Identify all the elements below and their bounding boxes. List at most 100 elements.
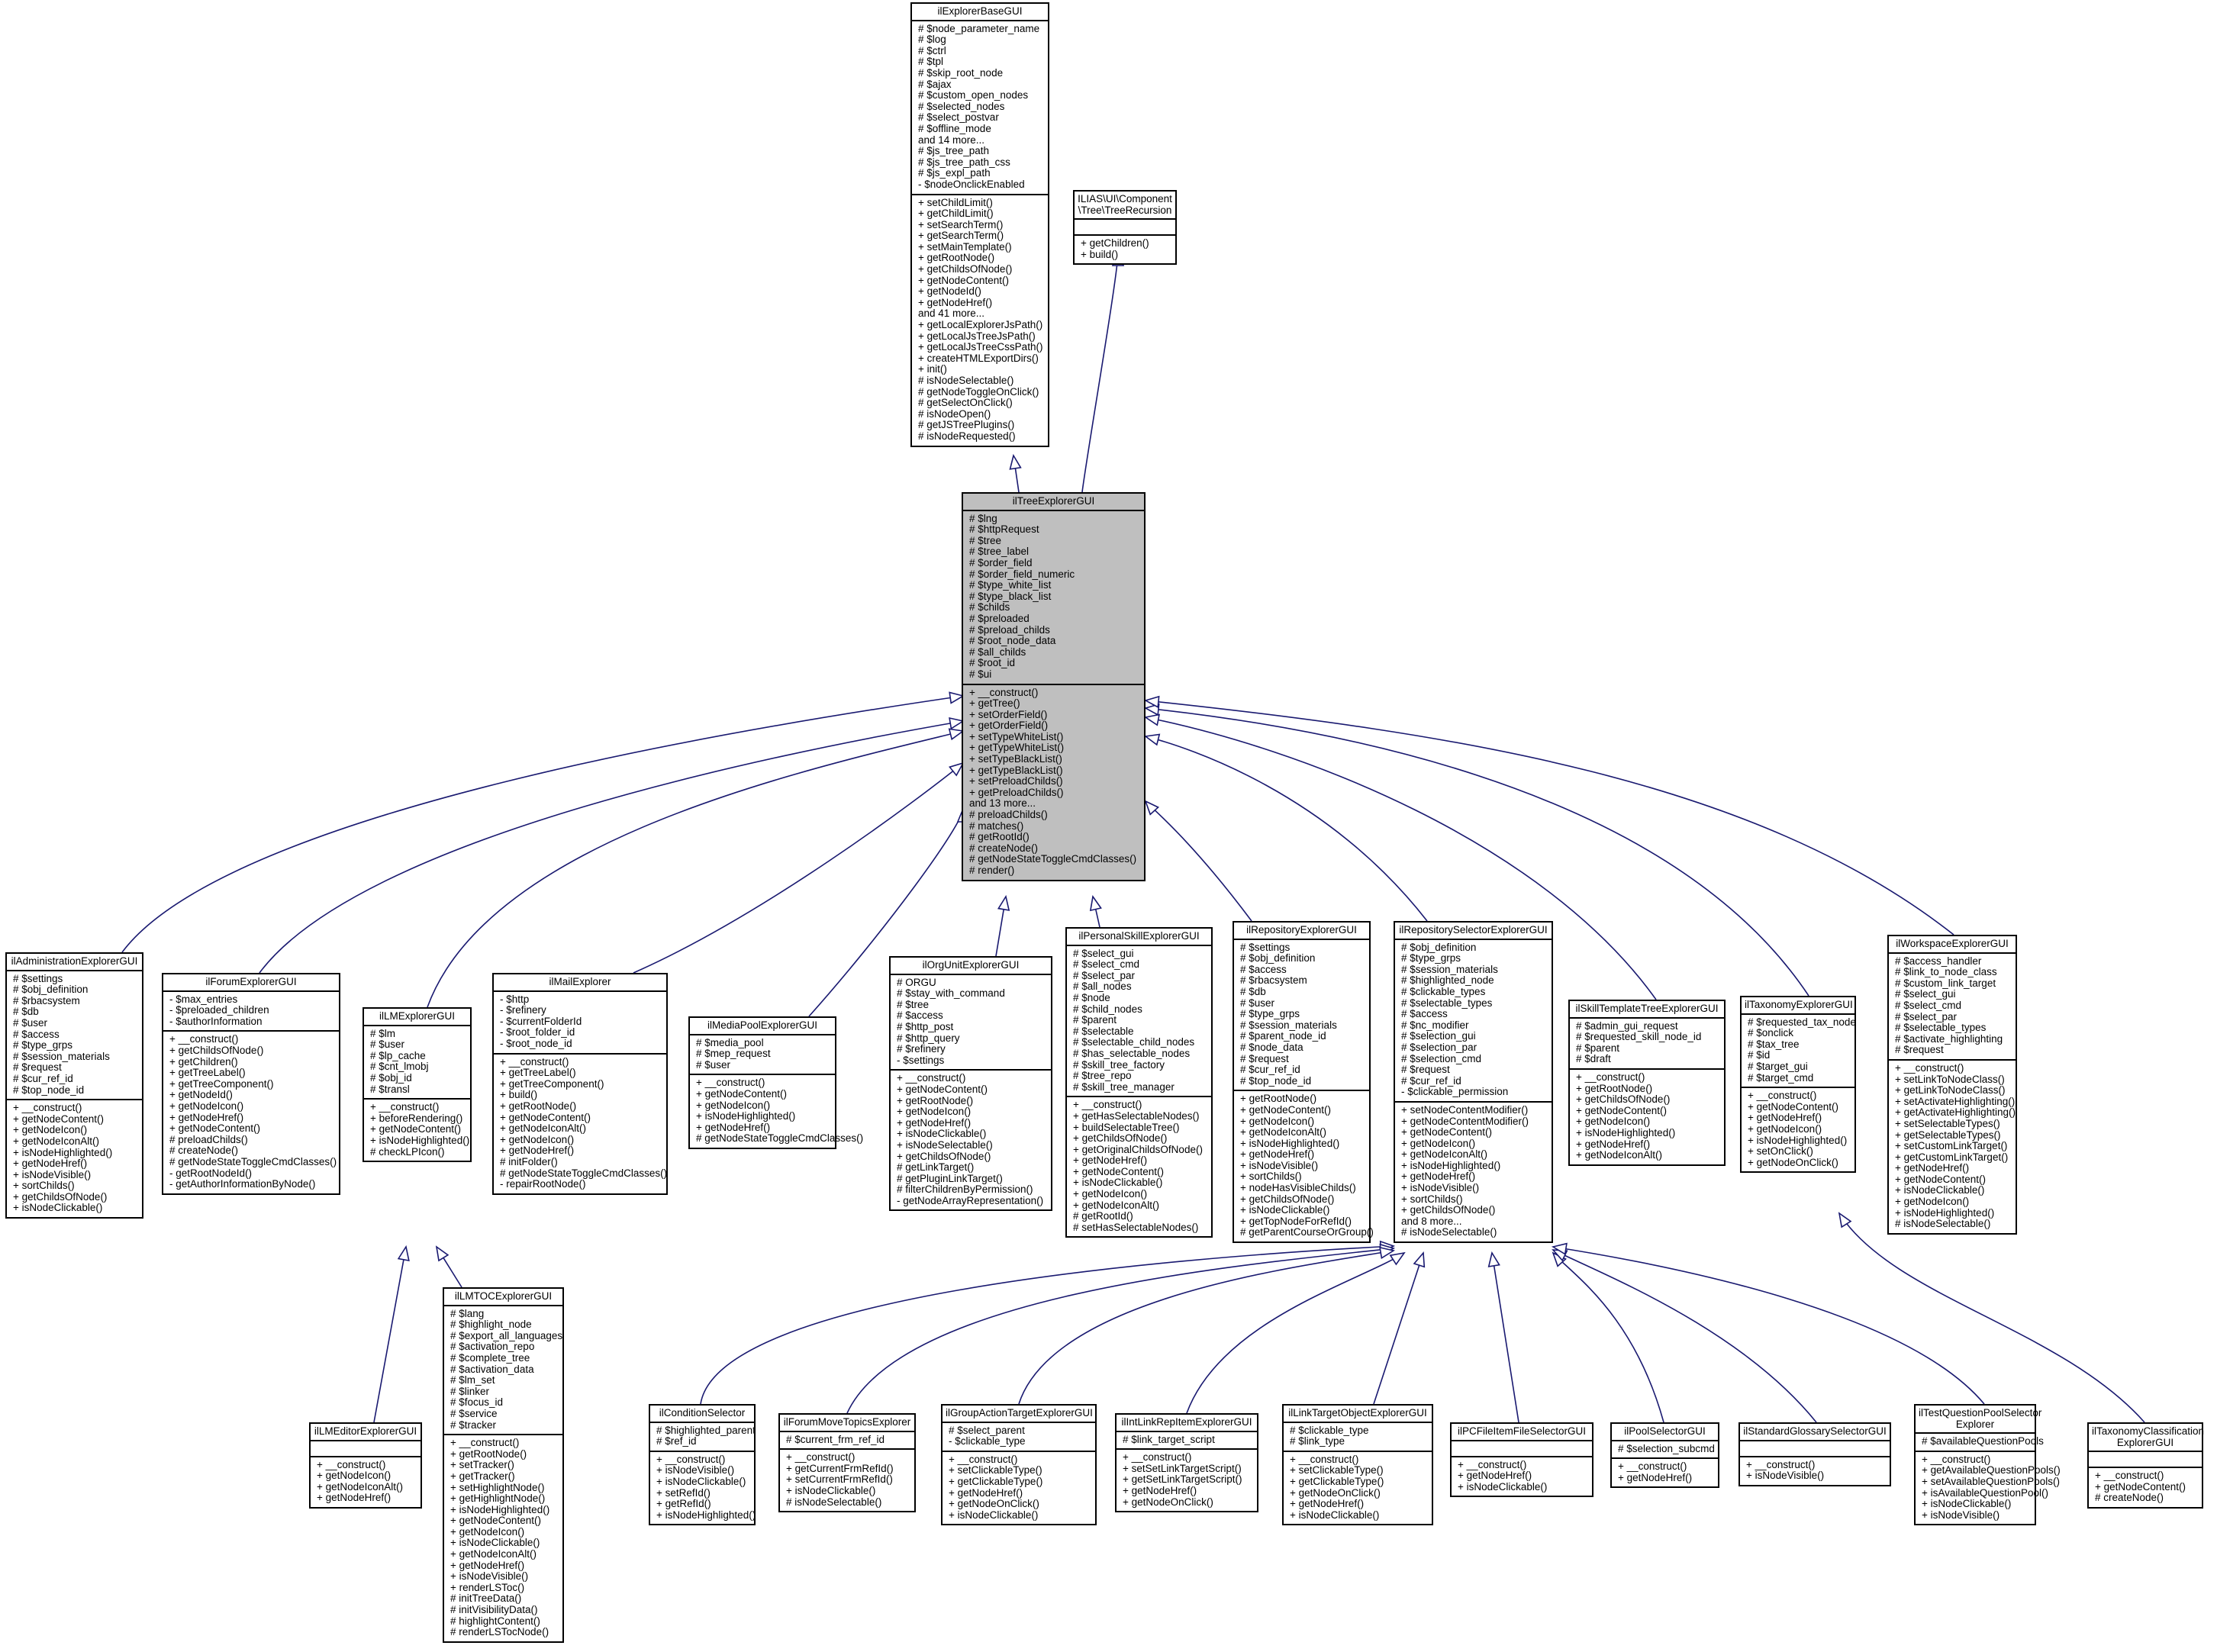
attribute: # $top_node_id <box>1240 1074 1312 1087</box>
class-box-admin[interactable]: ilAdministrationExplorerGUI# $settings# … <box>5 952 143 1219</box>
class-name: ilPCFileItemFileSelectorGUI <box>1452 1424 1592 1441</box>
attribute: # $select_parent <box>949 1424 1025 1436</box>
operations-section: + __construct()+ getNodeIcon()+ getNodeI… <box>311 1457 421 1507</box>
operation: + getSelectableTypes() <box>1895 1129 2001 1141</box>
operation: + getNodeHref() <box>317 1492 392 1504</box>
operation: + setCurrentFrmRefId() <box>786 1473 893 1486</box>
class-box-tree[interactable]: ilTreeExplorerGUI# $lng# $httpRequest# $… <box>962 492 1146 881</box>
attribute: # $select_par <box>1073 969 1136 981</box>
attribute: # $linker <box>450 1385 490 1397</box>
class-box-taxclass[interactable]: ilTaxonomyClassification ExplorerGUI+ __… <box>2087 1422 2204 1509</box>
attribute: # $mep_request <box>696 1048 771 1060</box>
operation: + getHasSelectableNodes() <box>1073 1109 1200 1122</box>
attributes-section: # $settings# $obj_definition# $rbacsyste… <box>7 971 142 1101</box>
operation: + isNodeVisible() <box>1922 1509 2000 1521</box>
operation: + getNodeHref() <box>1123 1484 1197 1496</box>
attribute: # $selection_cmd <box>1401 1052 1482 1064</box>
class-box-glossary[interactable]: ilStandardGlossarySelectorGUI+ __constru… <box>1738 1422 1891 1486</box>
class-name: ilTestQuestionPoolSelector Explorer <box>1916 1406 2041 1435</box>
operation: + getLocalJsTreeCssPath() <box>918 341 1043 353</box>
class-box-lmtoc[interactable]: ilLMTOCExplorerGUI# $lang# $highlight_no… <box>443 1287 564 1643</box>
operations-section: + __construct()+ isNodeVisible() <box>1740 1457 1890 1485</box>
class-name: ilRepositorySelectorExplorerGUI <box>1395 923 1552 940</box>
operation: + getCustomLinkTarget() <box>1895 1151 2009 1163</box>
operations-section: + __construct()+ isNodeVisible()+ isNode… <box>650 1452 756 1525</box>
attribute: # $parent <box>1576 1042 1620 1054</box>
class-box-fmove[interactable]: ilForumMoveTopicsExplorer# $current_frm_… <box>778 1413 916 1513</box>
attribute: # $session_materials <box>1240 1019 1337 1031</box>
operation: + setOnClick() <box>1748 1145 1813 1158</box>
operation: + getNodeIconAlt() <box>1240 1126 1326 1138</box>
attribute: # $clickable_type <box>1290 1424 1369 1436</box>
class-box-skill[interactable]: ilPersonalSkillExplorerGUI# $select_gui#… <box>1065 927 1213 1238</box>
attribute: # $selectable_types <box>1401 997 1493 1009</box>
operation: + isNodeClickable() <box>897 1128 987 1140</box>
operation: + getRootNode() <box>897 1094 974 1106</box>
attribute: - $max_entries <box>169 993 238 1005</box>
class-box-skilltpl[interactable]: ilSkillTemplateTreeExplorerGUI# $admin_g… <box>1568 1000 1726 1166</box>
operation: + getLocalExplorerJsPath() <box>918 319 1043 331</box>
attributes-section: # $highlighted_parent# $ref_id <box>650 1423 756 1452</box>
operation: + getChildsOfNode() <box>918 263 1013 275</box>
class-box-lm[interactable]: ilLMExplorerGUI# $lm# $user# $lp_cache# … <box>363 1007 472 1163</box>
operation: + getNodeHref() <box>1458 1470 1532 1482</box>
class-box-media[interactable]: ilMediaPoolExplorerGUI# $media_pool# $me… <box>688 1016 864 1149</box>
arrowhead-taxclass-to-tax <box>1838 1212 1852 1229</box>
attribute: and 14 more... <box>918 134 985 146</box>
class-box-lmedit[interactable]: ilLMEditorExplorerGUI+ __construct()+ ge… <box>309 1422 422 1509</box>
arrowhead-group-to-reposel <box>1379 1246 1396 1260</box>
operation: # getNodeStateToggleCmdClasses() <box>696 1132 864 1145</box>
attribute: # $skip_root_node <box>918 66 1004 79</box>
class-box-pcfile[interactable]: ilPCFileItemFileSelectorGUI+ __construct… <box>1450 1422 1593 1498</box>
attributes-section: - $max_entries- $preloaded_children- $au… <box>163 992 339 1032</box>
attributes-section: # $select_gui# $select_cmd# $select_par#… <box>1067 946 1211 1098</box>
attribute: # $lang <box>450 1307 485 1319</box>
class-box-group[interactable]: ilGroupActionTargetExplorerGUI# $select_… <box>941 1404 1097 1526</box>
edge-tree-to-rec <box>1081 252 1119 493</box>
operation: + isNodeVisible() <box>1746 1470 1825 1482</box>
attribute: # $preload_childs <box>969 623 1050 636</box>
attribute: - $root_folder_id <box>500 1026 575 1039</box>
class-box-mail[interactable]: ilMailExplorer- $http- $refinery- $curre… <box>492 973 668 1195</box>
operation: + getNodeHref() <box>500 1145 575 1157</box>
class-box-base[interactable]: ilExplorerBaseGUI# $node_parameter_name#… <box>910 2 1049 447</box>
arrowhead-tax-to-tree <box>1143 703 1160 717</box>
class-box-orgu[interactable]: ilOrgUnitExplorerGUI# ORGU# $stay_with_c… <box>889 956 1052 1212</box>
attribute: # $log <box>918 34 946 46</box>
class-box-forum[interactable]: ilForumExplorerGUI- $max_entries- $prelo… <box>162 973 340 1195</box>
attributes-section: # $requested_tax_node# $onclick# $tax_tr… <box>1742 1015 1856 1089</box>
attribute: # $settings <box>13 972 63 984</box>
class-name: ilIntLinkRepItemExplorerGUI <box>1117 1415 1257 1432</box>
class-name: ILIAS\UI\Component \Tree\TreeRecursion <box>1075 192 1175 221</box>
operations-section: + __construct()+ setClickableType()+ get… <box>943 1452 1095 1525</box>
class-box-repo[interactable]: ilRepositoryExplorerGUI# $settings# $obj… <box>1233 921 1374 1244</box>
class-name: ilLMTOCExplorerGUI <box>444 1289 562 1306</box>
operation: + __construct() <box>696 1077 765 1089</box>
class-box-reposel[interactable]: ilRepositorySelectorExplorerGUI# $obj_de… <box>1394 921 1553 1244</box>
attribute: # $current_frm_ref_id <box>786 1433 885 1445</box>
operation: # getRootId() <box>1073 1210 1133 1222</box>
operation: + __construct() <box>169 1033 239 1045</box>
operation: + getNodeIcon() <box>1073 1188 1148 1200</box>
operations-section: + __construct()+ getChildsOfNode()+ getC… <box>163 1032 339 1193</box>
operation: # setHasSelectableNodes() <box>1073 1221 1199 1233</box>
operations-section: + __construct()+ getAvailableQuestionPoo… <box>1916 1452 2061 1525</box>
class-box-testq[interactable]: ilTestQuestionPoolSelector Explorer# $av… <box>1914 1404 2061 1526</box>
class-box-poolsel[interactable]: ilPoolSelectorGUI# $selection_subcmd+ __… <box>1610 1422 1719 1489</box>
attributes-section: # $link_target_script <box>1117 1432 1257 1451</box>
operation: + getTracker() <box>450 1470 515 1482</box>
class-box-linktgt[interactable]: ilLinkTargetObjectExplorerGUI# $clickabl… <box>1282 1404 1433 1526</box>
attribute: # $stay_with_command <box>897 987 1005 1000</box>
class-box-ws[interactable]: ilWorkspaceExplorerGUI# $access_handler#… <box>1887 935 2017 1235</box>
operation: + nodeHasVisibleChilds() <box>1240 1182 1356 1194</box>
operation: + getOriginalChildsOfNode() <box>1073 1143 1203 1155</box>
operation: + getRootNode() <box>1240 1093 1317 1105</box>
class-box-rec[interactable]: ILIAS\UI\Component \Tree\TreeRecursion+ … <box>1073 190 1177 266</box>
operation: + setHighlightNode() <box>450 1481 545 1493</box>
class-box-tax[interactable]: ilTaxonomyExplorerGUI# $requested_tax_no… <box>1740 996 1856 1174</box>
class-box-cond[interactable]: ilConditionSelector# $highlighted_parent… <box>649 1404 756 1526</box>
operations-section: + setChildLimit()+ getChildLimit()+ setS… <box>912 195 1048 446</box>
operation: and 13 more... <box>969 797 1036 810</box>
class-box-intlink[interactable]: ilIntLinkRepItemExplorerGUI# $link_targe… <box>1115 1413 1258 1513</box>
